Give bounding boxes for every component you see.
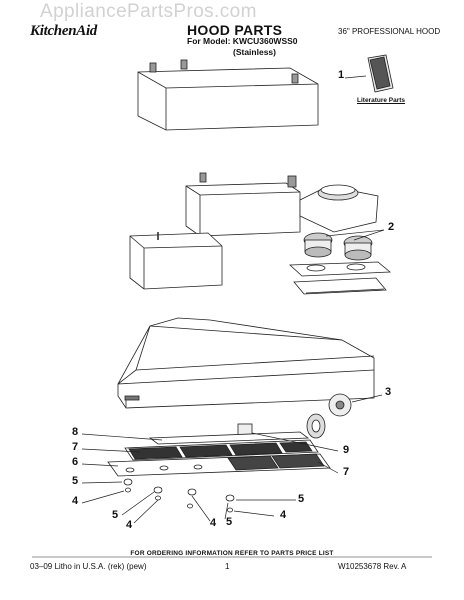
filter-light-panel <box>107 453 331 477</box>
litho-line: 03–09 Litho in U.S.A. (rek) (pew) <box>30 562 147 571</box>
callout-9: 9 <box>343 444 350 456</box>
hood-canopy <box>117 317 375 409</box>
callout-7-left: 7 <box>72 441 79 453</box>
halogen-lights <box>123 478 235 513</box>
callout-7-right: 7 <box>343 466 350 478</box>
model-number: For Model: KWCU360WSS0 <box>187 36 298 46</box>
lower-duct-cover <box>129 232 223 290</box>
document-id: W10253678 Rev. A <box>338 562 407 571</box>
callout-6: 6 <box>72 456 79 468</box>
callout-5-left: 5 <box>72 475 79 487</box>
callout-5-lower: 5 <box>112 509 119 521</box>
baffle-filters <box>124 439 319 461</box>
watermark: AppliancePartsPros.com <box>40 1 257 22</box>
literature-parts-label: Literature Parts <box>357 97 406 104</box>
callout-2: 2 <box>388 221 395 233</box>
front-trim-strip <box>148 431 310 445</box>
upper-duct-cover <box>137 59 319 131</box>
literature-booklet <box>367 54 394 93</box>
brand-logo: KitchenAid <box>30 23 98 39</box>
middle-duct-cover <box>185 172 301 237</box>
callout-3: 3 <box>385 386 392 398</box>
callout-8: 8 <box>72 426 79 438</box>
hood-type-label: 36" PROFESSIONAL HOOD <box>338 27 441 36</box>
callout-5-right: 5 <box>298 493 305 505</box>
callout-1: 1 <box>338 69 345 81</box>
blower-motors <box>289 232 392 295</box>
callout-4-left: 4 <box>72 495 79 507</box>
callout-4-right: 4 <box>280 509 287 521</box>
damper-assembly <box>299 184 379 233</box>
ordering-note: FOR ORDERING INFORMATION REFER TO PARTS … <box>130 550 334 557</box>
page-title: HOOD PARTS <box>187 22 283 38</box>
blower-wheel-housing <box>306 393 352 439</box>
leader-lines <box>81 75 385 524</box>
finish-label: (Stainless) <box>233 47 276 57</box>
page-number: 1 <box>225 562 230 571</box>
callout-5-center: 5 <box>226 516 233 528</box>
callout-4-center: 4 <box>210 517 217 529</box>
callout-4-lower: 4 <box>126 519 133 531</box>
